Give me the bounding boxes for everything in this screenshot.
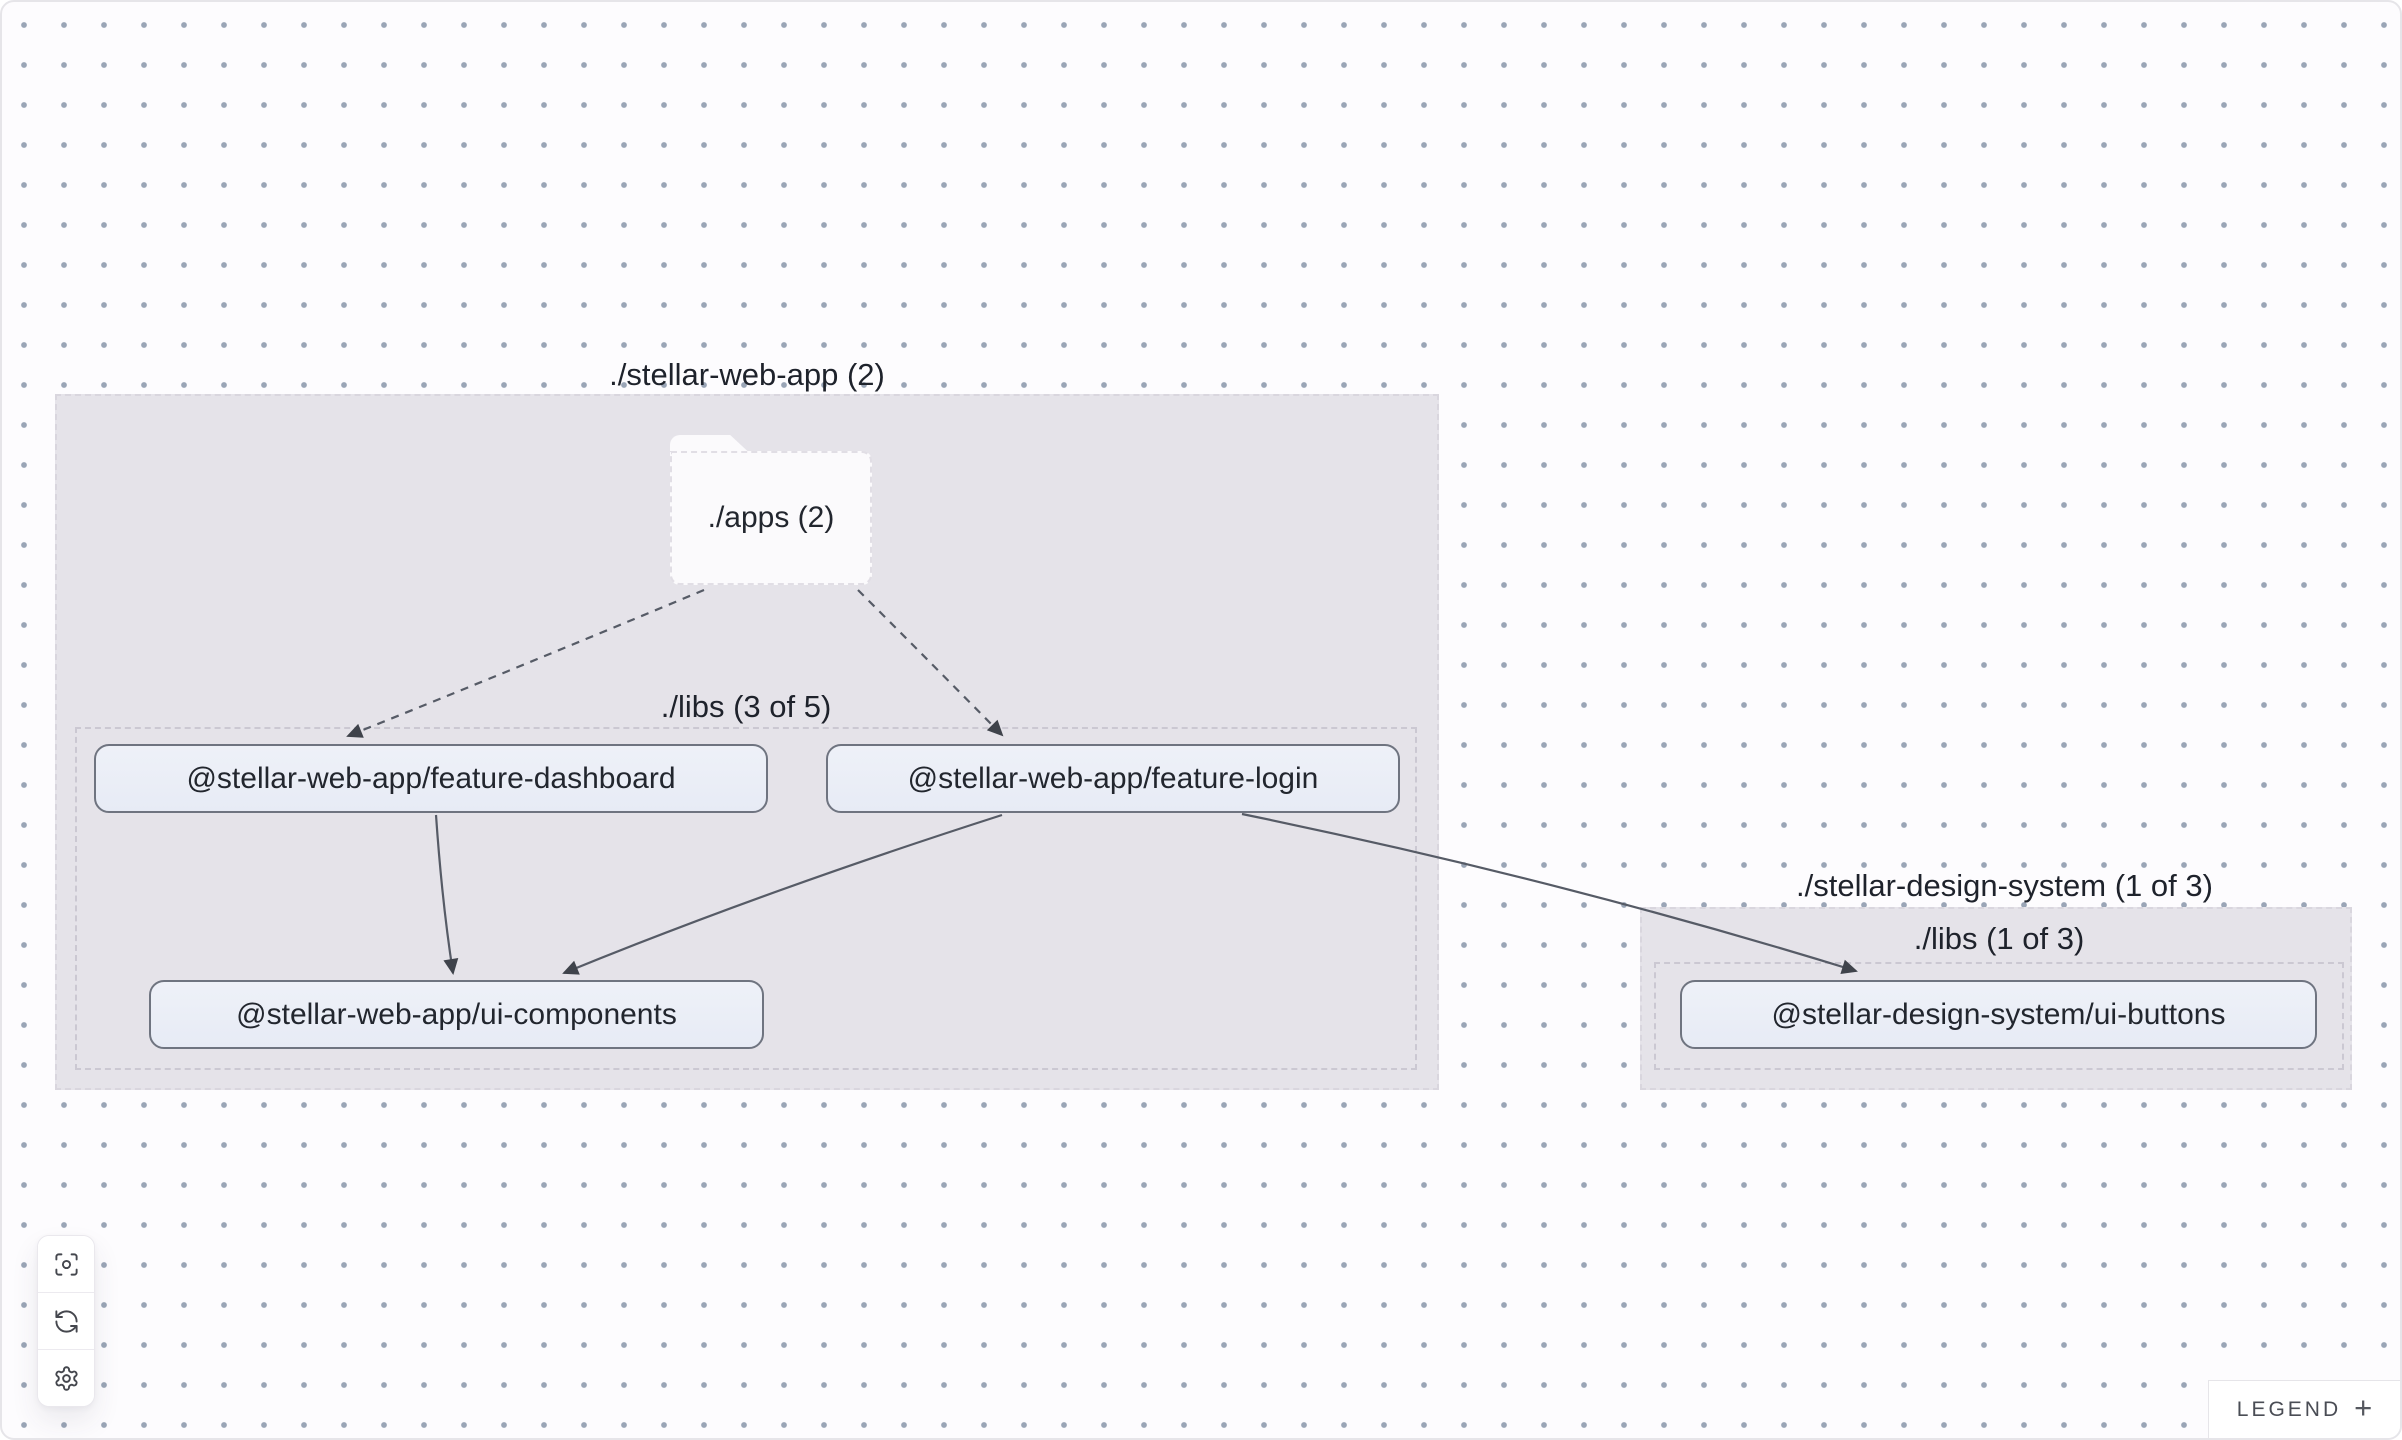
legend-label: LEGEND [2236, 1397, 2342, 1421]
refresh-icon [54, 1309, 78, 1333]
project-node-feature-dashboard[interactable]: @stellar-web-app/feature-dashboard [94, 744, 768, 813]
folder-node-apps[interactable]: ./apps (2) [670, 435, 872, 585]
project-node-feature-login[interactable]: @stellar-web-app/feature-login [826, 744, 1400, 813]
group-label-stellar-web-app: ./stellar-web-app (2) [609, 357, 885, 392]
graph-controls-toolbar [37, 1235, 95, 1407]
project-node-ui-components[interactable]: @stellar-web-app/ui-components [149, 980, 764, 1049]
graph-settings-button[interactable] [38, 1349, 94, 1406]
plus-icon: + [2354, 1389, 2373, 1425]
settings-icon [54, 1365, 78, 1391]
folder-group-design-libs[interactable] [1654, 962, 2344, 1070]
center-graph-button[interactable] [38, 1236, 94, 1292]
focus-icon [54, 1252, 78, 1276]
folder-node-label: ./apps (2) [707, 501, 835, 534]
project-node-ui-buttons[interactable]: @stellar-design-system/ui-buttons [1680, 980, 2317, 1049]
group-label-stellar-design-system: ./stellar-design-system (1 of 3) [1796, 868, 2213, 903]
group-label-web-libs: ./libs (3 of 5) [660, 689, 832, 724]
group-label-design-libs: ./libs (1 of 3) [1913, 921, 2085, 956]
legend-toggle-button[interactable]: LEGEND + [2208, 1380, 2400, 1438]
refresh-graph-button[interactable] [38, 1292, 94, 1349]
folder-body-shape: ./apps (2) [670, 451, 872, 585]
